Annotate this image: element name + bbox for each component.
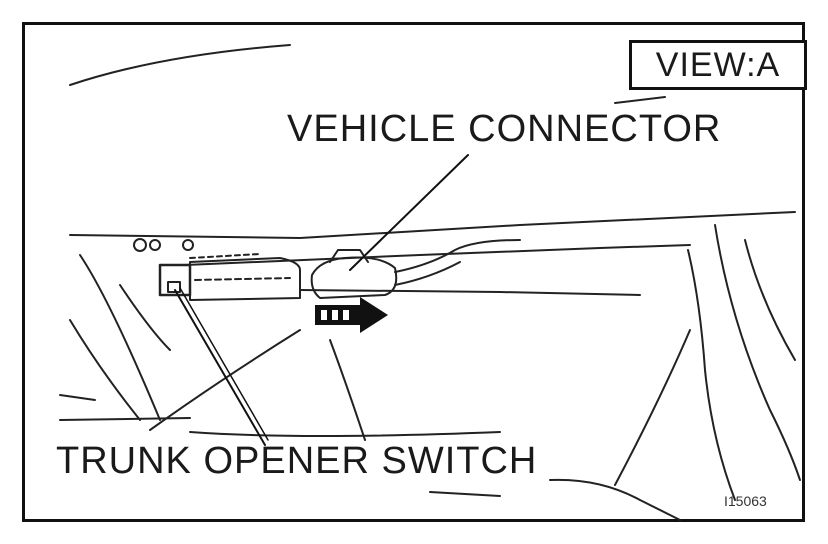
leader-line-trunk-opener-switch: [174, 289, 266, 446]
panel-inner-edge: [184, 244, 691, 266]
panel-far-right-2: [744, 239, 796, 361]
vehicle-connector-label: VEHICLE CONNECTOR: [287, 108, 722, 150]
leader-line-vehicle-connector: [349, 154, 469, 271]
panel-far-right-1: [714, 224, 801, 481]
diagram-frame: [22, 22, 805, 522]
switch-housing-dash-2: [189, 253, 261, 259]
leader-line-trunk-opener-switch-2: [179, 287, 269, 441]
figure-id: I15063: [724, 493, 767, 509]
direction-arrow-icon: [315, 297, 388, 333]
left-line-3: [119, 284, 171, 351]
bottom-long-line: [189, 431, 501, 437]
panel-bottom-curve: [549, 478, 681, 521]
switch-housing: [189, 257, 301, 301]
trunk-opener-switch-label: TRUNK OPENER SWITCH: [56, 440, 538, 482]
left-line-4: [59, 417, 191, 421]
view-label-box: VIEW:A: [629, 40, 807, 90]
mid-drop-line: [329, 339, 366, 441]
switch-button: [167, 281, 181, 293]
panel-lower-edge: [299, 289, 641, 296]
left-base-line: [59, 394, 96, 401]
left-line-1: [79, 254, 161, 421]
vehicle-connector: [310, 256, 398, 299]
connector-harness-2: [394, 261, 461, 286]
connector-harness: [394, 239, 521, 273]
left-line-5: [149, 329, 301, 431]
mount-hole-3: [182, 239, 194, 251]
panel-curve-right: [614, 329, 691, 486]
bottom-line-right: [429, 491, 501, 497]
left-line-2: [69, 319, 141, 421]
sketch-stroke-top: [69, 44, 291, 86]
mount-hole-1: [133, 238, 147, 252]
switch-housing-dash: [194, 277, 291, 281]
view-label: VIEW:A: [655, 45, 781, 84]
sketch-stroke-top-right: [614, 96, 666, 104]
panel-right-drop: [687, 249, 736, 501]
mount-hole-2: [149, 239, 161, 251]
panel-top-edge: [69, 211, 796, 239]
